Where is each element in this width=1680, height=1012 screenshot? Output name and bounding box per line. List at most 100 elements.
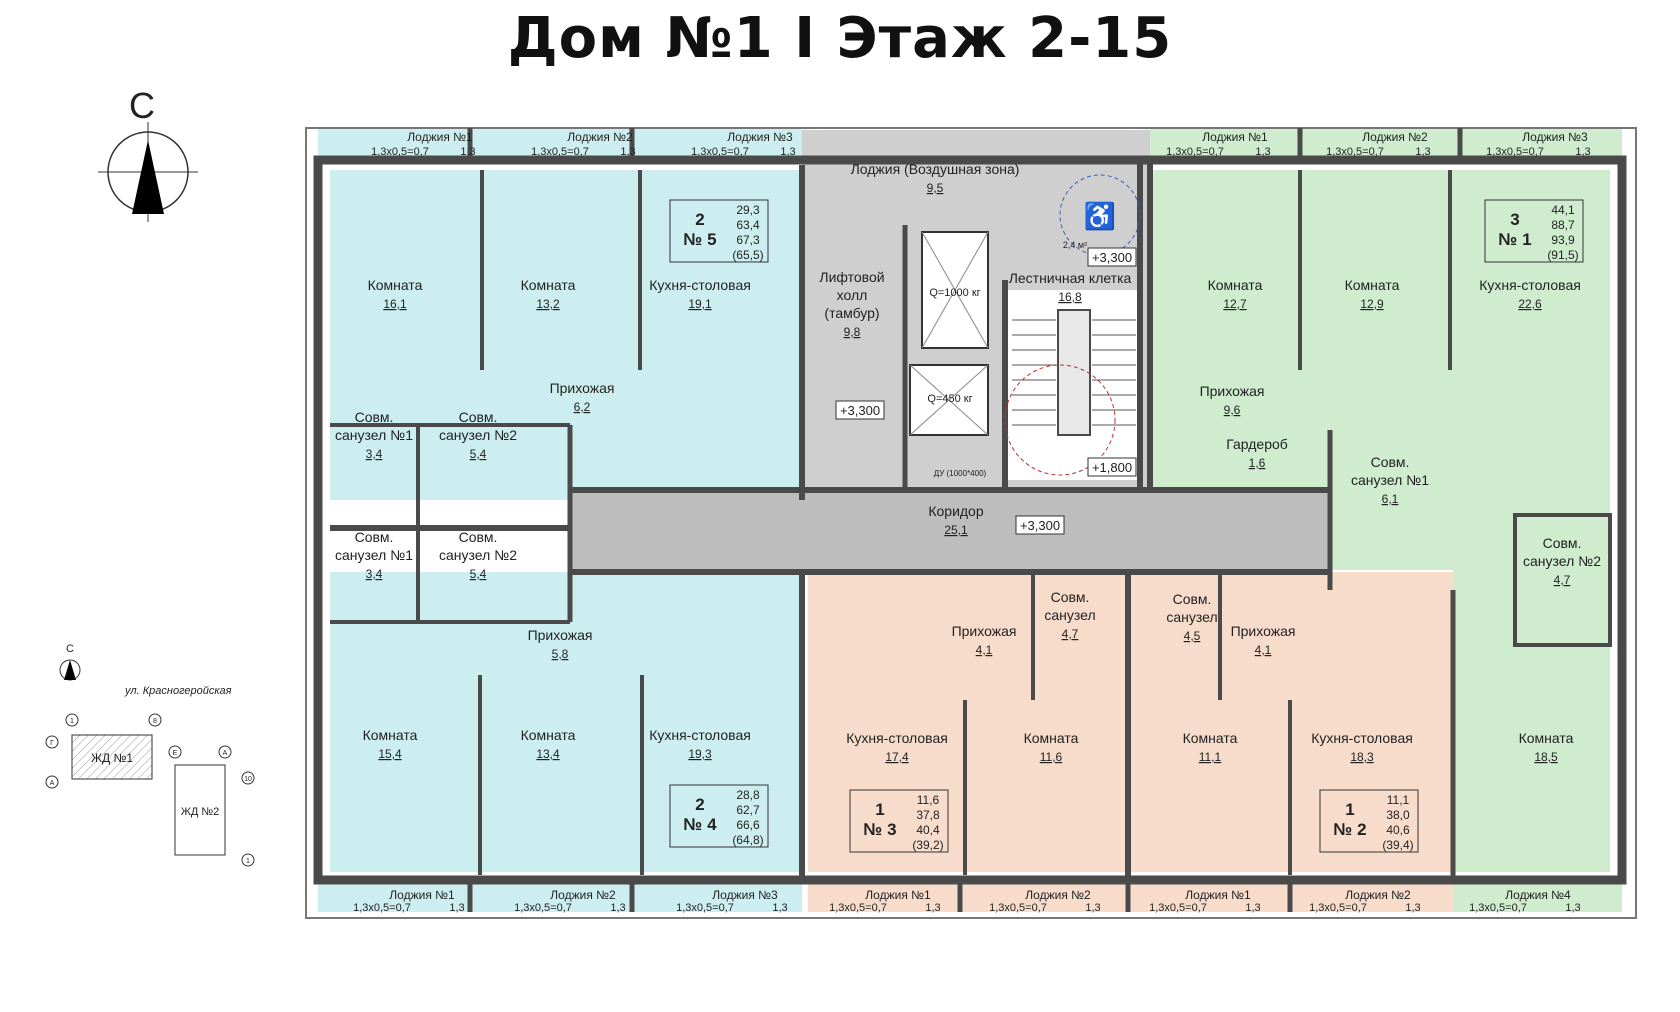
room-area-label: 4,5 [1184,629,1201,643]
apartment-area-value: (64,8) [732,833,763,847]
room-name-label: Прихожая [1231,623,1296,639]
lift-capacity-label: Q=450 кг [927,393,972,405]
apartment-rooms-count: 2 [695,795,704,814]
room-name-label: Лифтовой [819,269,884,285]
street-label: ул. Красногеройская [124,685,232,697]
room-area-label: 16,1 [383,297,407,311]
site-plan: С ул. Красногеройская ЖД №1 ЖД №2 [59,643,232,856]
room-name-label: санузел №1 [1351,472,1429,488]
room-name-label: Совм. [1543,535,1582,551]
zone-apt5 [330,170,802,500]
site-axis-marker [65,713,79,727]
zone-loggia-bottom-right [1453,880,1622,912]
loggia-area-label: 1,3 [1405,902,1420,914]
loggia-dims-label: 1,3х0,5=0,7 [676,902,734,914]
room-name-label: Кухня-столовая [1311,730,1413,746]
north-arrow-small-icon [64,660,76,680]
room-name-label: Прихожая [528,627,593,643]
room-area-label: 17,4 [885,750,909,764]
loggia-dims-label: 1,3х0,5=0,7 [1486,146,1544,158]
apartment-info-box [1484,199,1584,263]
site-axis-label: А [223,750,228,757]
apartment-area-value: 29,3 [736,203,760,217]
room-area-label: 9,6 [1224,403,1241,417]
room-area-label: 11,6 [1040,750,1063,764]
room-area-label: 16,8 [1058,290,1082,304]
lift-cross-lines [909,231,989,436]
compass-north-label: С [129,85,155,126]
loggia-name-label: Лоджия №4 [1505,888,1571,902]
apartment-area-value: (39,4) [1382,838,1413,852]
apartment-area-value: (39,2) [912,838,943,852]
wheelchair-zone [1059,174,1141,256]
site-axis-marker [148,713,162,727]
loggia-area-label: 1,3 [772,902,787,914]
site-axis-label: Е [173,750,178,757]
room-name-label: Комната [1208,277,1263,293]
loggia-dims-label: 1,3х0,5=0,7 [1166,146,1224,158]
room-area-label: 9,5 [927,181,944,195]
room-area-label: 19,3 [688,747,712,761]
loggia-dims-label: 1,3х0,5=0,7 [353,902,411,914]
room-area-label: 12,9 [1360,297,1384,311]
room-area-label: 15,4 [378,747,402,761]
room-name-label: Комната [1345,277,1400,293]
room-name-label: Комната [363,727,418,743]
area-small-tag: 2,4 м² [1063,240,1087,250]
site-axis-marker [45,735,59,749]
compass-large: С [98,85,198,222]
apartment-area-value: 44,1 [1551,203,1575,217]
loggia-area-label: 1,3 [1255,146,1270,158]
room-area-label: 13,2 [536,297,560,311]
level-mark-box [1015,515,1065,535]
loggia-dims-label: 1,3х0,5=0,7 [691,146,749,158]
zone-corridor [570,490,1328,572]
apartment-area-value: 63,4 [736,218,760,232]
loggia-area-label: 1,3 [1565,902,1580,914]
level-mark-box [1087,247,1137,267]
loggia-area-label: 1,3 [620,146,635,158]
loggia-name-label: Лоджия №3 [727,130,793,144]
site-axis-label: 1 [70,718,74,725]
loggia-name-label: Лоджия №1 [1202,130,1268,144]
room-name-label: санузел №1 [335,547,413,563]
loggia-dims-label: 1,3х0,5=0,7 [1326,146,1384,158]
apartment-info-box [669,199,769,263]
loggia-name-label: Лоджия №1 [865,888,931,902]
loggia-area-label: 1,3 [610,902,625,914]
loggia-dims-label: 1,3х0,5=0,7 [531,146,589,158]
room-name-label: Комната [368,277,423,293]
loggia-separators [467,128,1463,912]
apartment-rooms-count: 1 [875,800,884,819]
room-area-label: 3,4 [366,447,383,461]
loggia-name-label: Лоджия №2 [567,130,633,144]
level-mark-box [835,400,885,420]
room-area-label: 9,8 [844,325,861,339]
stair-turn-zone [1004,364,1116,476]
apartment-rooms-count: 2 [695,210,704,229]
zone-loggia-top-right [1150,128,1622,160]
zone-apt1-lower [1453,570,1610,872]
room-name-label: санузел №2 [439,547,517,563]
apartment-area-value: (91,5) [1547,248,1578,262]
site-axis-label: Г [50,740,54,747]
apartment-area-value: 37,8 [916,808,940,822]
site-axis-marker [45,775,59,789]
room-name-label: Прихожая [550,380,615,396]
room-name-label: Гардероб [1226,436,1288,452]
room-area-label: 5,8 [552,647,569,661]
room-name-label: санузел [1044,607,1095,623]
room-area-label: 3,4 [366,567,383,581]
room-area-label: 19,1 [688,297,712,311]
room-area-label: 5,4 [470,447,487,461]
apartment-area-value: 38,0 [1386,808,1410,822]
apartment-rooms-count: 1 [1345,800,1354,819]
room-name-label: Кухня-столовая [1479,277,1581,293]
apartment-area-value: 11,1 [1387,793,1410,807]
room-name-label: Совм. [459,409,498,425]
room-area-label: 22,6 [1518,297,1542,311]
loggia-area-label: 1,3 [449,902,464,914]
room-area-label: 6,2 [574,400,591,414]
loggia-area-label: 1,3 [1245,902,1260,914]
room-name-label: Прихожая [952,623,1017,639]
